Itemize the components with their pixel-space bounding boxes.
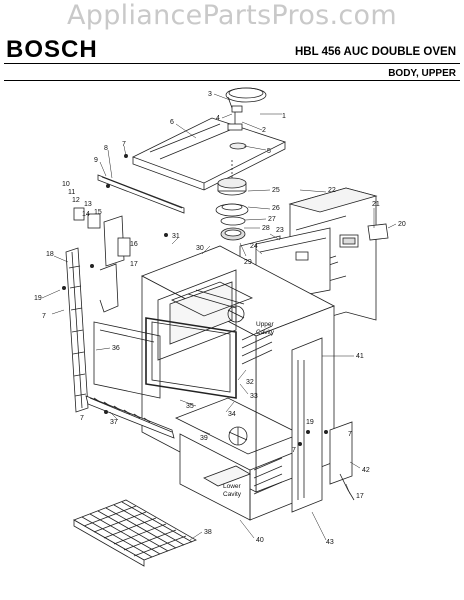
- callout-1: 1: [282, 113, 286, 120]
- callout-24: 24: [250, 243, 258, 250]
- callout-43: 43: [326, 539, 334, 546]
- cover-plate-part: [367, 223, 389, 241]
- callout-23: 23: [276, 227, 284, 234]
- bottom-trim-part: [85, 395, 175, 439]
- upper-cavity-label: Upper: [256, 321, 275, 328]
- callout-19: 19: [34, 295, 42, 302]
- callout-20: 20: [398, 221, 406, 228]
- callout-35: 35: [186, 403, 194, 410]
- lower-cavity-label-2: Cavity: [223, 491, 242, 498]
- callout-22: 22: [328, 187, 336, 194]
- fan-motor-part: [215, 160, 249, 241]
- callout-36: 36: [112, 345, 120, 352]
- callout-7-b: 7: [42, 313, 46, 320]
- callout-19-b: 19: [306, 419, 314, 426]
- callout-9: 9: [94, 157, 98, 164]
- lower-cavity-label: Lower: [223, 483, 242, 490]
- oven-rack-part: [73, 499, 197, 567]
- callout-16: 16: [130, 241, 138, 248]
- callout-18: 18: [46, 251, 54, 258]
- watermark: AppliancePartsPros.com: [67, 0, 397, 31]
- callout-7-d: 7: [292, 447, 296, 454]
- callout-10: 10: [62, 181, 70, 188]
- callout-6: 6: [170, 119, 174, 126]
- callout-28: 28: [262, 225, 270, 232]
- callout-37: 37: [110, 419, 118, 426]
- top-cover-part: [131, 117, 287, 191]
- callout-3: 3: [208, 91, 212, 98]
- section-title: BODY, UPPER: [388, 68, 456, 79]
- model-title: HBL 456 AUC DOUBLE OVEN: [294, 46, 456, 58]
- upper-cavity-label-2: Cavity: [256, 329, 275, 336]
- callout-5: 5: [267, 148, 271, 155]
- callout-leaders: [41, 93, 397, 541]
- callout-40: 40: [256, 537, 264, 544]
- section-divider: [4, 80, 460, 81]
- callout-7-c: 7: [80, 415, 84, 422]
- callout-29: 29: [244, 259, 252, 266]
- callout-2: 2: [262, 127, 266, 134]
- door-frame-part: [145, 317, 237, 399]
- callout-32: 32: [246, 379, 254, 386]
- cable-assembly-part: [225, 87, 267, 150]
- callout-12: 12: [72, 197, 80, 204]
- callout-42: 42: [362, 467, 370, 474]
- header-divider: [4, 63, 460, 64]
- callout-30: 30: [196, 245, 204, 252]
- callout-8: 8: [104, 145, 108, 152]
- hinge-bracket-part: [73, 207, 131, 313]
- callout-34: 34: [228, 411, 236, 418]
- callout-17: 17: [130, 261, 138, 268]
- front-frame-part: [93, 321, 161, 399]
- callout-14: 14: [82, 211, 90, 218]
- callout-17-b: 17: [356, 493, 364, 500]
- callout-27: 27: [268, 216, 276, 223]
- brand-logo: BOSCH: [6, 36, 98, 63]
- exploded-parts-diagram: 1 2 3 4 5 6 7 8 9 10 11 12 13 14 15 16 1…: [34, 87, 406, 567]
- callout-31: 31: [172, 233, 180, 240]
- callout-13: 13: [84, 201, 92, 208]
- callout-41: 41: [356, 353, 364, 360]
- left-trim-part: [65, 247, 89, 413]
- callout-4: 4: [216, 115, 220, 122]
- vent-strip-part: [97, 174, 185, 214]
- callout-33: 33: [250, 393, 258, 400]
- callout-11: 11: [68, 189, 75, 196]
- callout-39: 39: [200, 435, 208, 442]
- side-panel-part: [291, 337, 323, 513]
- part-number-labels: 1 2 3 4 5 6 7 8 9 10 11 12 13 14 15 16 1…: [34, 91, 406, 546]
- callout-7-e: 7: [348, 431, 352, 438]
- callout-38: 38: [204, 529, 212, 536]
- mounting-bracket-part: [329, 421, 355, 501]
- callout-26: 26: [272, 205, 280, 212]
- callout-21: 21: [372, 201, 380, 208]
- callout-15: 15: [94, 209, 102, 216]
- callout-25: 25: [272, 187, 280, 194]
- callout-7: 7: [122, 141, 126, 148]
